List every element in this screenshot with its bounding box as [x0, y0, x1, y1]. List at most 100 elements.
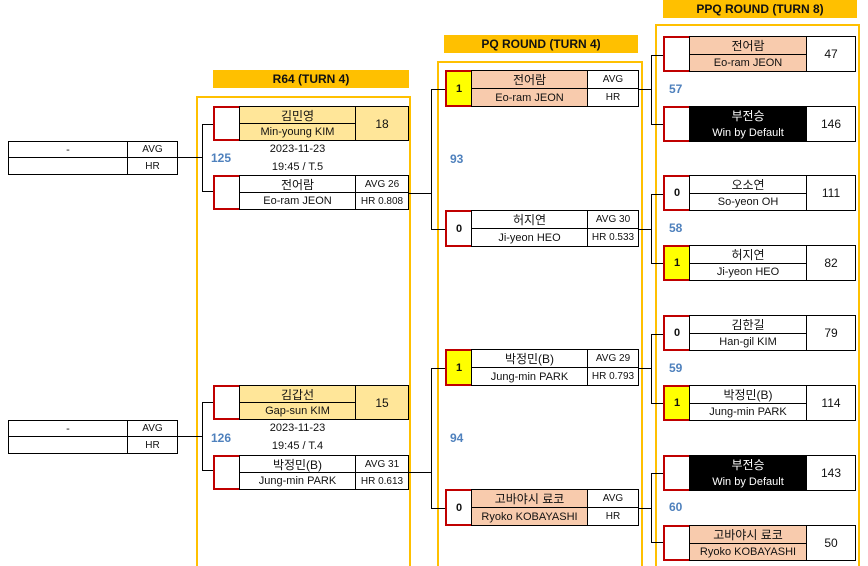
- player-hr: HR 0.793: [587, 367, 639, 386]
- match-number: 58: [669, 221, 683, 235]
- seed-box: [213, 385, 239, 420]
- connector-line: [651, 124, 663, 125]
- player-score: 82: [806, 245, 856, 281]
- player-name-en: Ryoko KOBAYASHI: [689, 543, 807, 561]
- player-score: 114: [806, 385, 856, 421]
- left-entry-hr: HR: [127, 157, 178, 175]
- player-name-en: Win by Default: [689, 124, 807, 142]
- seed-box: [663, 106, 689, 142]
- connector-line: [202, 402, 203, 471]
- left-entry-name: -: [8, 420, 128, 437]
- connector-line: [651, 334, 652, 404]
- seed-box: [663, 455, 689, 491]
- seed-box: 0: [663, 175, 689, 211]
- player-avg: AVG 31: [355, 455, 409, 473]
- connector-line: [409, 472, 431, 473]
- player-name-ko: 허지연: [689, 245, 807, 264]
- seed-box: 0: [445, 210, 471, 247]
- player-avg: AVG: [587, 70, 639, 89]
- player-name-en: Gap-sun KIM: [239, 402, 356, 420]
- player-score: 111: [806, 175, 856, 211]
- player-hr: HR 0.613: [355, 472, 409, 490]
- player-hr: HR: [587, 507, 639, 526]
- connector-line: [409, 193, 431, 194]
- player-name-en: Jung-min PARK: [689, 403, 807, 421]
- connector-line: [639, 508, 651, 509]
- connector-line: [651, 194, 652, 264]
- player-name-ko: 김한길: [689, 315, 807, 334]
- player-name-ko: 오소연: [689, 175, 807, 194]
- player-name-ko: 김갑선: [239, 385, 356, 403]
- player-score: 47: [806, 36, 856, 72]
- player-score: 18: [355, 106, 409, 141]
- player-avg: AVG 29: [587, 349, 639, 368]
- player-score: 15: [355, 385, 409, 420]
- connector-line: [178, 436, 203, 437]
- player-name-en: Eo-ram JEON: [471, 88, 588, 107]
- left-entry-name: -: [8, 141, 128, 158]
- player-avg: AVG 30: [587, 210, 639, 229]
- connector-line: [651, 194, 663, 195]
- player-name-en: Han-gil KIM: [689, 333, 807, 351]
- player-name-ko: 부전승: [689, 106, 807, 125]
- connector-line: [651, 403, 663, 404]
- left-entry-avg: AVG: [127, 420, 178, 437]
- connector-line: [431, 368, 445, 369]
- player-name-ko: 박정민(B): [689, 385, 807, 404]
- connector-line: [431, 508, 445, 509]
- player-name-ko: 전어람: [239, 175, 356, 193]
- connector-line: [651, 473, 663, 474]
- player-hr: HR 0.533: [587, 228, 639, 247]
- seed-box: [213, 106, 239, 141]
- pq-round-header: PQ ROUND (TURN 4): [444, 35, 638, 53]
- connector-line: [639, 229, 651, 230]
- connector-line: [639, 89, 651, 90]
- match-number: 125: [211, 151, 232, 165]
- player-name-en: Jung-min PARK: [471, 367, 588, 386]
- player-name-ko: 부전승: [689, 455, 807, 474]
- match-number: 94: [450, 431, 464, 445]
- connector-line: [651, 55, 652, 125]
- ppq-column-frame: [655, 24, 860, 566]
- match-number: 59: [669, 361, 683, 375]
- ppq-round-header: PPQ ROUND (TURN 8): [663, 0, 857, 18]
- player-name-en: Ji-yeon HEO: [689, 263, 807, 281]
- connector-line: [431, 229, 445, 230]
- left-entry-blank: [8, 157, 128, 175]
- player-name-en: Win by Default: [689, 473, 807, 491]
- seed-box: 0: [445, 489, 471, 526]
- player-hr: HR: [587, 88, 639, 107]
- left-entry-hr: HR: [127, 436, 178, 454]
- player-hr: HR 0.808: [355, 192, 409, 210]
- connector-line: [651, 55, 663, 56]
- player-score: 146: [806, 106, 856, 142]
- pq-column-frame: [437, 61, 643, 566]
- player-name-ko: 전어람: [471, 70, 588, 89]
- player-score: 143: [806, 455, 856, 491]
- connector-line: [202, 124, 203, 192]
- connector-line: [651, 473, 652, 543]
- connector-line: [651, 334, 663, 335]
- connector-line: [651, 542, 663, 543]
- connector-line: [431, 368, 432, 509]
- seed-box: 1: [445, 349, 471, 386]
- connector-line: [178, 157, 203, 158]
- match-date: 2023-11-23: [269, 143, 326, 155]
- r64-column-frame: [196, 96, 411, 566]
- seed-box: 0: [663, 315, 689, 351]
- player-name-ko: 전어람: [689, 36, 807, 55]
- match-number: 60: [669, 500, 683, 514]
- left-entry-blank: [8, 436, 128, 454]
- player-name-ko: 박정민(B): [471, 349, 588, 368]
- match-number: 57: [669, 82, 683, 96]
- r64-round-header: R64 (TURN 4): [213, 70, 409, 88]
- player-name-ko: 김민영: [239, 106, 356, 124]
- match-time-table: 19:45 / T.4: [271, 440, 324, 452]
- match-time-table: 19:45 / T.5: [271, 161, 324, 173]
- seed-box: 1: [445, 70, 471, 107]
- player-name-ko: 박정민(B): [239, 455, 356, 473]
- seed-box: [663, 36, 689, 72]
- player-name-en: Ji-yeon HEO: [471, 228, 588, 247]
- player-score: 79: [806, 315, 856, 351]
- connector-line: [639, 368, 651, 369]
